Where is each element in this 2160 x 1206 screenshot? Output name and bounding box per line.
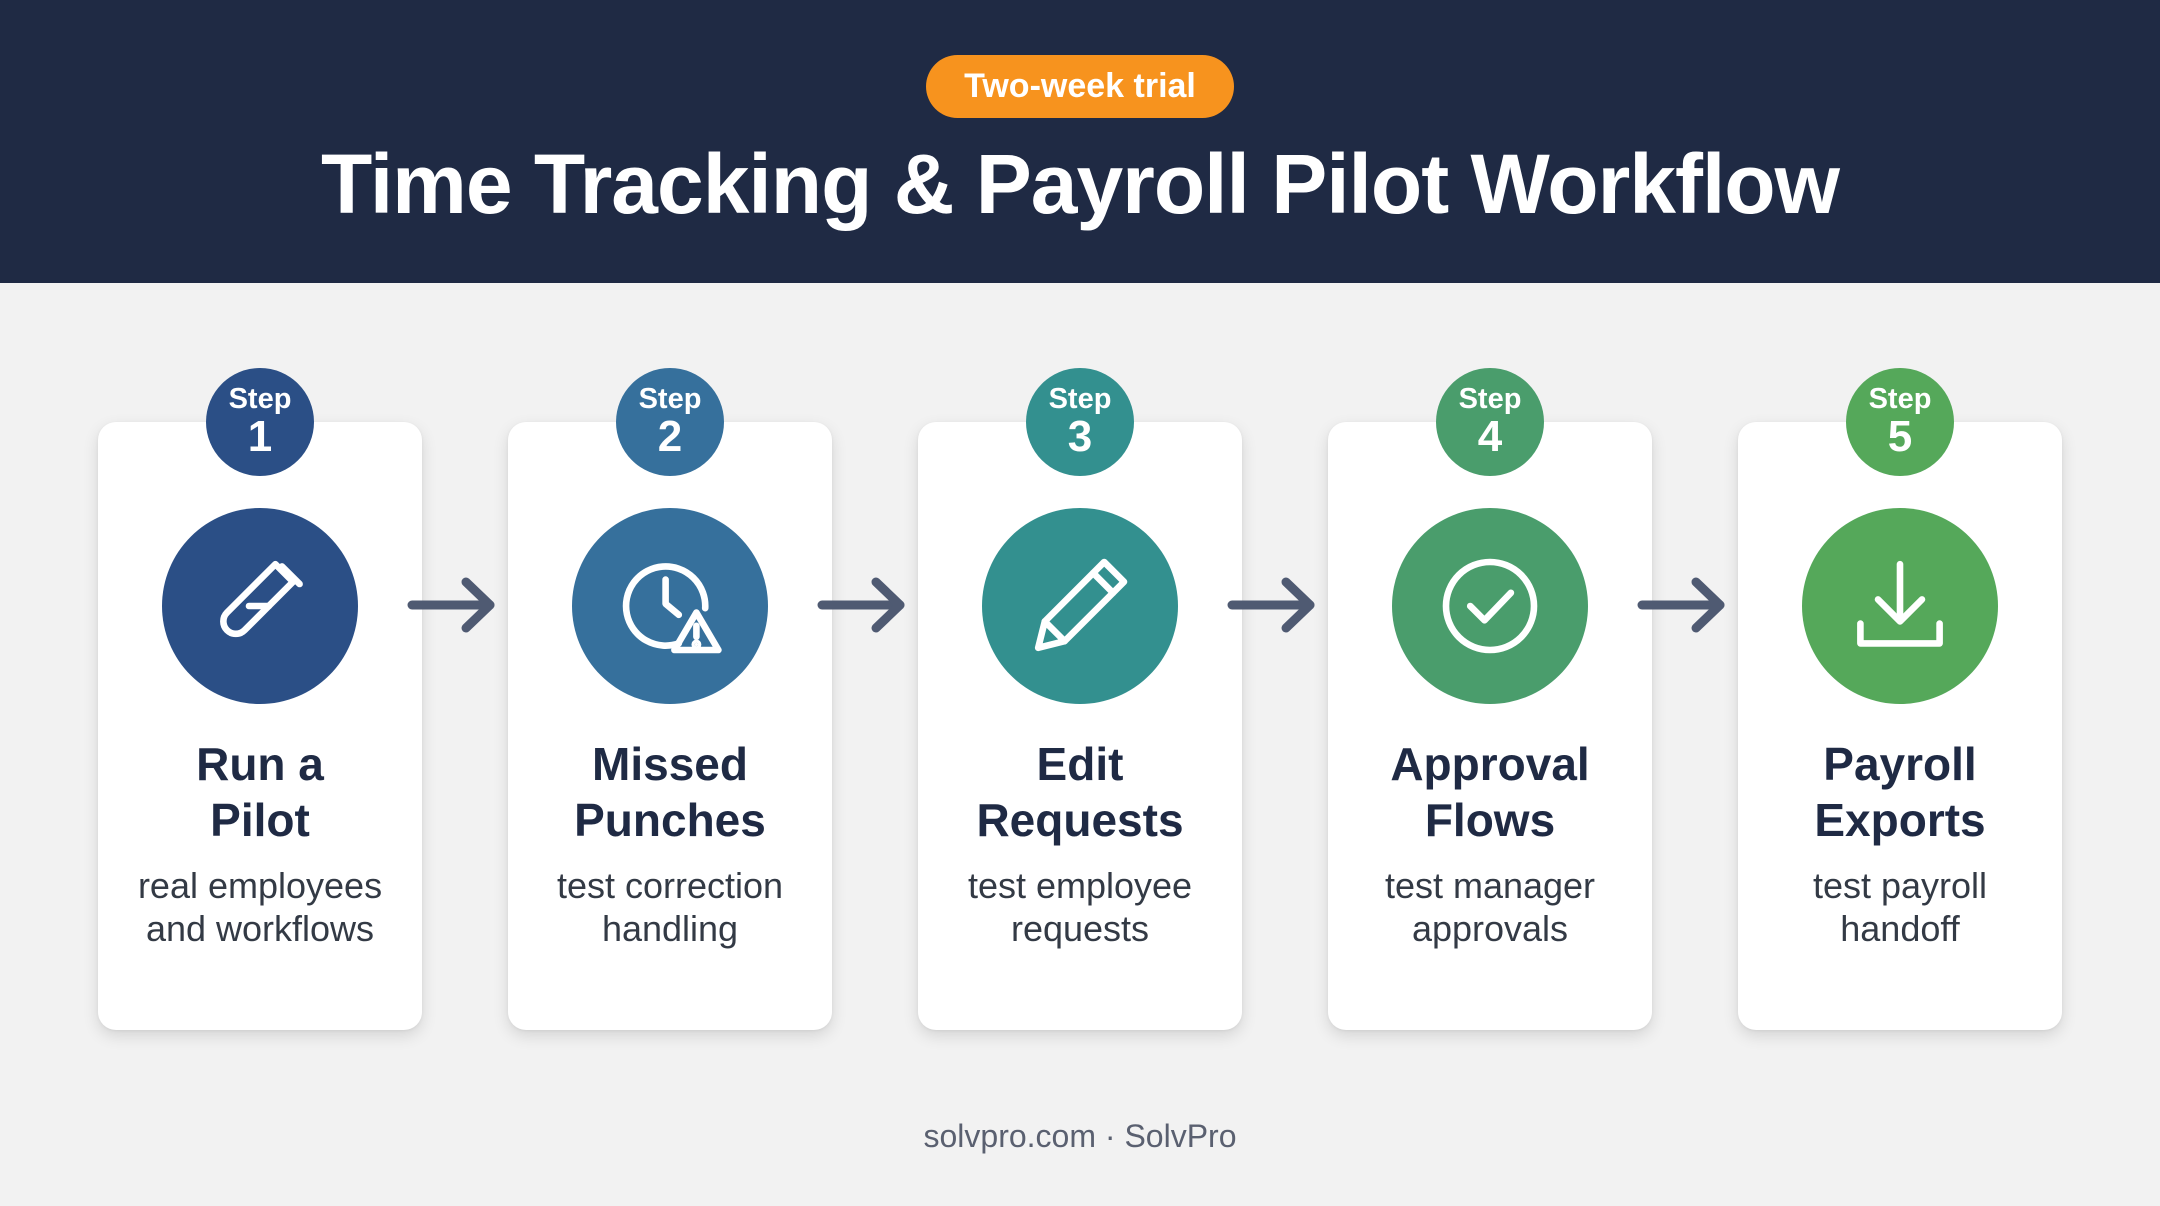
step-desc-2: test correction handling: [508, 864, 832, 950]
step-title-line: Exports: [1814, 794, 1986, 846]
arrow-right-icon: [407, 577, 495, 633]
step-badge-4: Step 4: [1436, 368, 1544, 476]
step-desc-line: test payroll: [1812, 865, 1988, 906]
step-title-line: Payroll: [1823, 738, 1977, 790]
step-title-3: Edit Requests: [918, 736, 1242, 848]
step-badge-1: Step 1: [206, 368, 314, 476]
step-title-5: Payroll Exports: [1738, 736, 2062, 848]
step-number: 4: [1477, 412, 1503, 461]
pencil-icon: [1034, 558, 1128, 652]
step-desc-line: handling: [601, 908, 739, 949]
step-desc-line: requests: [1010, 908, 1150, 949]
step-title-line: Edit: [1036, 738, 1124, 790]
step-number: 5: [1887, 412, 1913, 461]
step-desc-line: test manager: [1384, 865, 1596, 906]
step-title-line: Flows: [1424, 794, 1556, 846]
step-icon-circle-2: [572, 508, 768, 704]
arrow-right-icon: [1227, 577, 1315, 633]
step-title-line: Missed: [592, 738, 748, 790]
arrow-right-icon: [1637, 577, 1725, 633]
step-title-line: Pilot: [210, 794, 310, 846]
step-desc-line: and workflows: [145, 908, 375, 949]
step-label: Step: [1868, 383, 1932, 415]
step-label: Step: [228, 383, 292, 415]
step-title-line: Requests: [976, 794, 1184, 846]
step-number: 2: [657, 412, 683, 461]
step-desc-5: test payroll handoff: [1738, 864, 2062, 950]
step-label: Step: [1458, 383, 1522, 415]
step-desc-line: test employee: [967, 865, 1193, 906]
step-icon-circle-4: [1392, 508, 1588, 704]
step-icon-circle-1: [162, 508, 358, 704]
footer-credit: solvpro.com · SolvPro: [923, 1118, 1237, 1154]
step-label: Step: [1048, 383, 1112, 415]
download-icon: [1857, 560, 1943, 647]
step-badge-3: Step 3: [1026, 368, 1134, 476]
step-label: Step: [638, 383, 702, 415]
step-icon-circle-5: [1802, 508, 1998, 704]
trial-badge: Two-week trial: [926, 55, 1234, 118]
step-desc-3: test employee requests: [918, 864, 1242, 950]
step-desc-line: handoff: [1840, 908, 1960, 949]
step-badge-5: Step 5: [1846, 368, 1954, 476]
step-desc-4: test manager approvals: [1328, 864, 1652, 950]
step-desc-line: test correction: [556, 865, 784, 906]
step-desc-line: real employees: [137, 865, 383, 906]
clock-warning-icon: [622, 563, 722, 654]
check-circle-icon: [1442, 558, 1538, 654]
step-title-2: Missed Punches: [508, 736, 832, 848]
step-desc-1: real employees and workflows: [98, 864, 422, 950]
step-title-line: Approval: [1390, 738, 1590, 790]
step-number: 3: [1067, 412, 1093, 461]
arrow-right-icon: [817, 577, 905, 633]
page-title: Time Tracking & Payroll Pilot Workflow: [321, 137, 1840, 231]
header-banner: Two-week trial Time Tracking & Payroll P…: [0, 0, 2160, 283]
step-title-line: Punches: [574, 794, 766, 846]
step-icon-circle-3: [982, 508, 1178, 704]
step-desc-line: approvals: [1411, 908, 1569, 949]
step-title-line: Run a: [196, 738, 324, 790]
step-title-4: Approval Flows: [1328, 736, 1652, 848]
test-tube-icon: [220, 560, 303, 638]
step-title-1: Run a Pilot: [98, 736, 422, 848]
step-number: 1: [247, 412, 273, 461]
step-badge-2: Step 2: [616, 368, 724, 476]
